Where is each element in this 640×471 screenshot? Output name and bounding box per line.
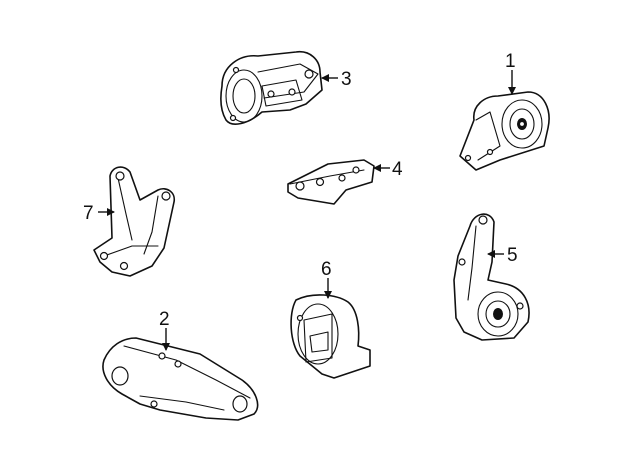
- callout-3: 3: [321, 69, 352, 90]
- callout-number: 4: [392, 159, 403, 180]
- callout-number: 3: [341, 69, 352, 90]
- callout-6: 6: [321, 259, 332, 299]
- part-6-mount: [290, 294, 371, 379]
- callout-5: 5: [487, 245, 518, 266]
- part-3-mount: [220, 50, 323, 125]
- part-4-bracket: [287, 159, 375, 205]
- callout-number: 7: [83, 203, 94, 224]
- part-1-mount: [459, 91, 550, 171]
- part-2-bracket: [102, 337, 259, 421]
- callout-7: 7: [83, 203, 115, 224]
- callout-1: 1: [505, 51, 516, 95]
- part-7-bracket: [93, 166, 176, 277]
- callout-number: 6: [321, 259, 332, 280]
- callout-2: 2: [159, 309, 170, 351]
- callout-4: 4: [373, 159, 403, 180]
- callout-number: 1: [505, 51, 516, 72]
- callout-number: 5: [507, 245, 518, 266]
- part-5-mount: [453, 213, 530, 341]
- callout-number: 2: [159, 309, 170, 330]
